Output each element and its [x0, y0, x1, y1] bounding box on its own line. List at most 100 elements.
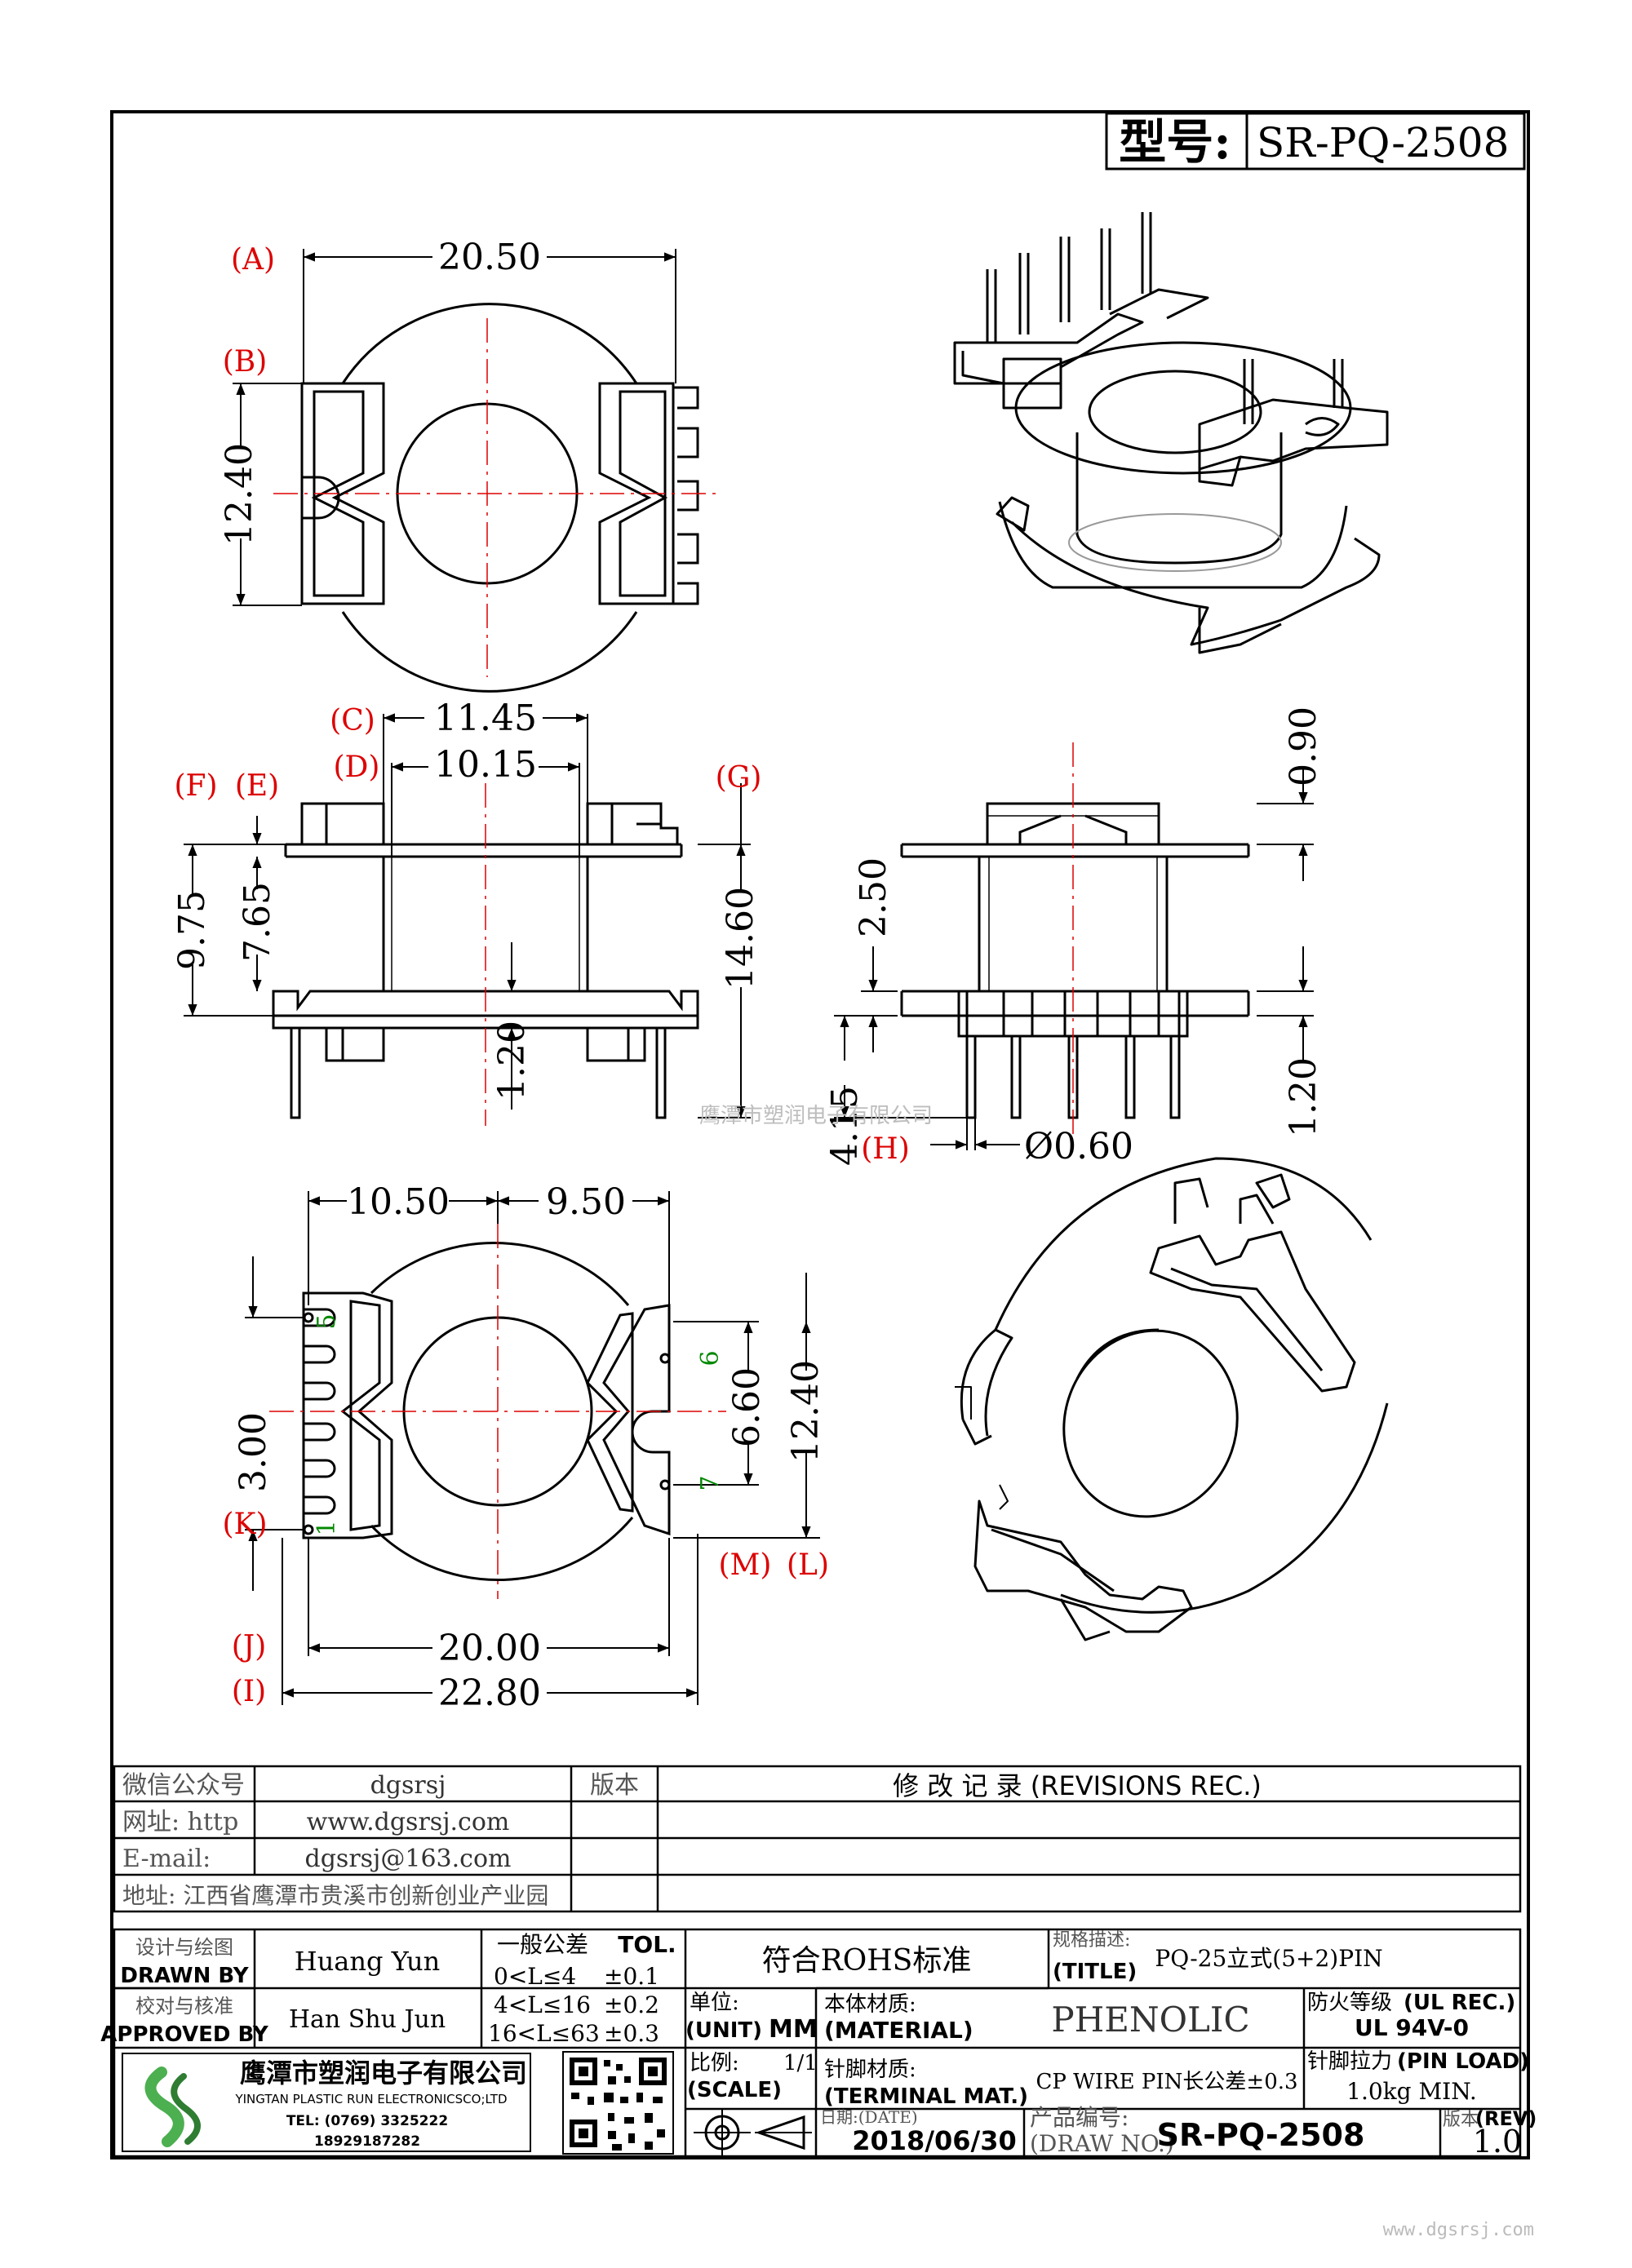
- rev-label-en: (REV): [1475, 2107, 1537, 2130]
- watermark: 鹰潭市塑润电子有限公司: [699, 1104, 933, 1128]
- dim-value-1-20-right: 1.20: [1283, 1057, 1324, 1137]
- ul-value: UL 94V-0: [1355, 2014, 1469, 2041]
- pin-load-label-cn: 针脚拉力: [1307, 2049, 1392, 2074]
- wechat-label: 微信公众号: [122, 1771, 245, 1800]
- tolerance-value-2: ±0.2: [604, 1991, 659, 2018]
- dim-value-3-00: 3.00: [233, 1412, 274, 1492]
- wechat-value: dgsrsj: [370, 1771, 446, 1800]
- footer-url: www.dgsrsj.com: [1383, 2220, 1534, 2240]
- model-value: SR-PQ-2508: [1257, 119, 1509, 166]
- dim-label-j: (J): [232, 1630, 267, 1663]
- front-view-right: [900, 742, 1250, 1134]
- pin-load-label-en: (PIN LOAD): [1397, 2049, 1529, 2074]
- design-label-cn: 设计与绘图: [135, 1936, 233, 1959]
- front-view-right-dims: [834, 767, 1314, 1150]
- dim-value-b: 12.40: [219, 443, 260, 546]
- terminal-label-en: (TERMINAL MAT.): [824, 2084, 1028, 2109]
- dim-value-22-80: 22.80: [438, 1672, 541, 1714]
- pin-number-1: 1: [313, 1520, 341, 1535]
- scale-label-en: (SCALE): [687, 2078, 782, 2102]
- pin-number-5: 5: [313, 1313, 341, 1329]
- version-label: 版本: [590, 1771, 639, 1800]
- website-value: www.dgsrsj.com: [307, 1808, 510, 1836]
- unit-value: MM: [769, 2015, 818, 2044]
- title-block: [113, 1928, 1522, 2158]
- top-view: [273, 303, 718, 693]
- tolerance-range-2: 4<L≤16: [494, 1991, 591, 2018]
- dim-value-1-20-left: 1.20: [491, 1021, 533, 1101]
- company-name-en: YINGTAN PLASTIC RUN ELECTRONICSCO;LTD: [234, 2092, 507, 2106]
- dim-label-m: (M): [719, 1548, 772, 1582]
- scale-label-cn: 比例:: [690, 2051, 739, 2075]
- dim-value-6-60: 6.60: [726, 1367, 768, 1447]
- tolerance-range-1: 0<L≤4: [494, 1963, 576, 1990]
- address-text: 地址: 江西省鹰潭市贵溪市创新创业产业园: [122, 1882, 548, 1909]
- dim-value-diameter: Ø0.60: [1024, 1126, 1133, 1167]
- tolerance-label-en: TOL.: [618, 1931, 676, 1958]
- dim-label-f: (F): [174, 769, 217, 803]
- sheet-border: [110, 110, 1530, 2159]
- dim-value-c: 11.45: [434, 698, 537, 739]
- drawn-by-name: Huang Yun: [295, 1946, 440, 1977]
- company-logo-icon: [122, 2053, 531, 2152]
- terminal-label-cn: 针脚材质:: [824, 2058, 916, 2082]
- date-value: 2018/06/30: [852, 2125, 1017, 2156]
- dim-label-a: (A): [231, 243, 275, 277]
- tolerance-range-3: 16<L≤63: [488, 2020, 600, 2047]
- draw-no-label-en: (DRAW NO.): [1030, 2130, 1174, 2157]
- tolerance-value-3: ±0.3: [604, 2020, 659, 2047]
- dim-label-d: (D): [334, 751, 380, 784]
- email-label: E-mail:: [122, 1845, 211, 1873]
- approve-label-cn: 校对与核准: [135, 1995, 233, 2018]
- spec-label-en: (TITLE): [1053, 1960, 1137, 1984]
- tolerance-label-cn: 一般公差: [497, 1931, 588, 1958]
- dim-value-0-90: 0.90: [1283, 707, 1324, 786]
- dim-value-10-50: 10.50: [347, 1181, 450, 1223]
- drawn-by-label: DRAWN BY: [120, 1964, 249, 1988]
- unit-label-en: (UNIT): [685, 2018, 762, 2043]
- dim-value-2-50: 2.50: [853, 857, 894, 937]
- pin-number-6: 6: [696, 1350, 725, 1366]
- dim-value-a: 20.50: [438, 237, 541, 278]
- info-table: [113, 1765, 1522, 1913]
- top-view-dims: [233, 249, 676, 606]
- dim-value-12-40-bottom: 12.40: [785, 1360, 827, 1463]
- material-label-en: (MATERIAL): [824, 2017, 973, 2044]
- date-label: 日期:(DATE): [820, 2107, 918, 2127]
- scale-value: 1/1: [783, 2051, 818, 2075]
- terminal-value: CP WIRE PIN长公差±0.3: [1036, 2070, 1297, 2094]
- projection-symbol-icon: [694, 2109, 812, 2156]
- dim-label-l: (L): [787, 1548, 829, 1582]
- material-label-cn: 本体材质:: [824, 1992, 916, 2017]
- draw-no-label-cn: 产品编号:: [1030, 2104, 1129, 2131]
- dim-label-b: (B): [223, 345, 268, 379]
- draw-no-value: SR-PQ-2508: [1157, 2117, 1365, 2153]
- dim-label-g: (G): [716, 761, 762, 795]
- company-tel: TEL: (0769) 3325222: [286, 2113, 448, 2129]
- dim-value-14-60: 14.60: [720, 887, 761, 990]
- rev-value: 1.0: [1473, 2124, 1522, 2159]
- bottom-view: [269, 1224, 726, 1599]
- company-mobile: 18929187282: [314, 2133, 420, 2150]
- dim-label-c: (C): [330, 704, 375, 738]
- dim-value-9-75: 9.75: [171, 890, 213, 970]
- dim-label-h: (H): [861, 1132, 909, 1166]
- ul-label-en: (UL REC.): [1404, 1991, 1515, 2015]
- unit-label-cn: 单位:: [690, 1991, 739, 2015]
- ul-label-cn: 防火等级: [1307, 1991, 1392, 2015]
- dim-value-d: 10.15: [434, 744, 537, 786]
- bottom-view-dims: [245, 1191, 820, 1705]
- side-view-left: [272, 783, 699, 1126]
- dim-label-k: (K): [223, 1508, 268, 1541]
- approved-by-label: APPROVED BY: [100, 2022, 269, 2047]
- isometric-view-bottom: [955, 1157, 1389, 1641]
- pin-load-value: 1.0kg MIN.: [1346, 2078, 1477, 2105]
- approved-by-name: Han Shu Jun: [289, 2005, 446, 2034]
- rohs-text: 符合ROHS标准: [762, 1944, 972, 1978]
- tolerance-value-1: ±0.1: [604, 1963, 659, 1990]
- dim-value-7-65: 7.65: [237, 882, 278, 962]
- dim-label-e: (E): [235, 769, 279, 803]
- dim-value-4-15: 4.15: [824, 1086, 866, 1166]
- side-view-left-dims: [184, 713, 751, 1118]
